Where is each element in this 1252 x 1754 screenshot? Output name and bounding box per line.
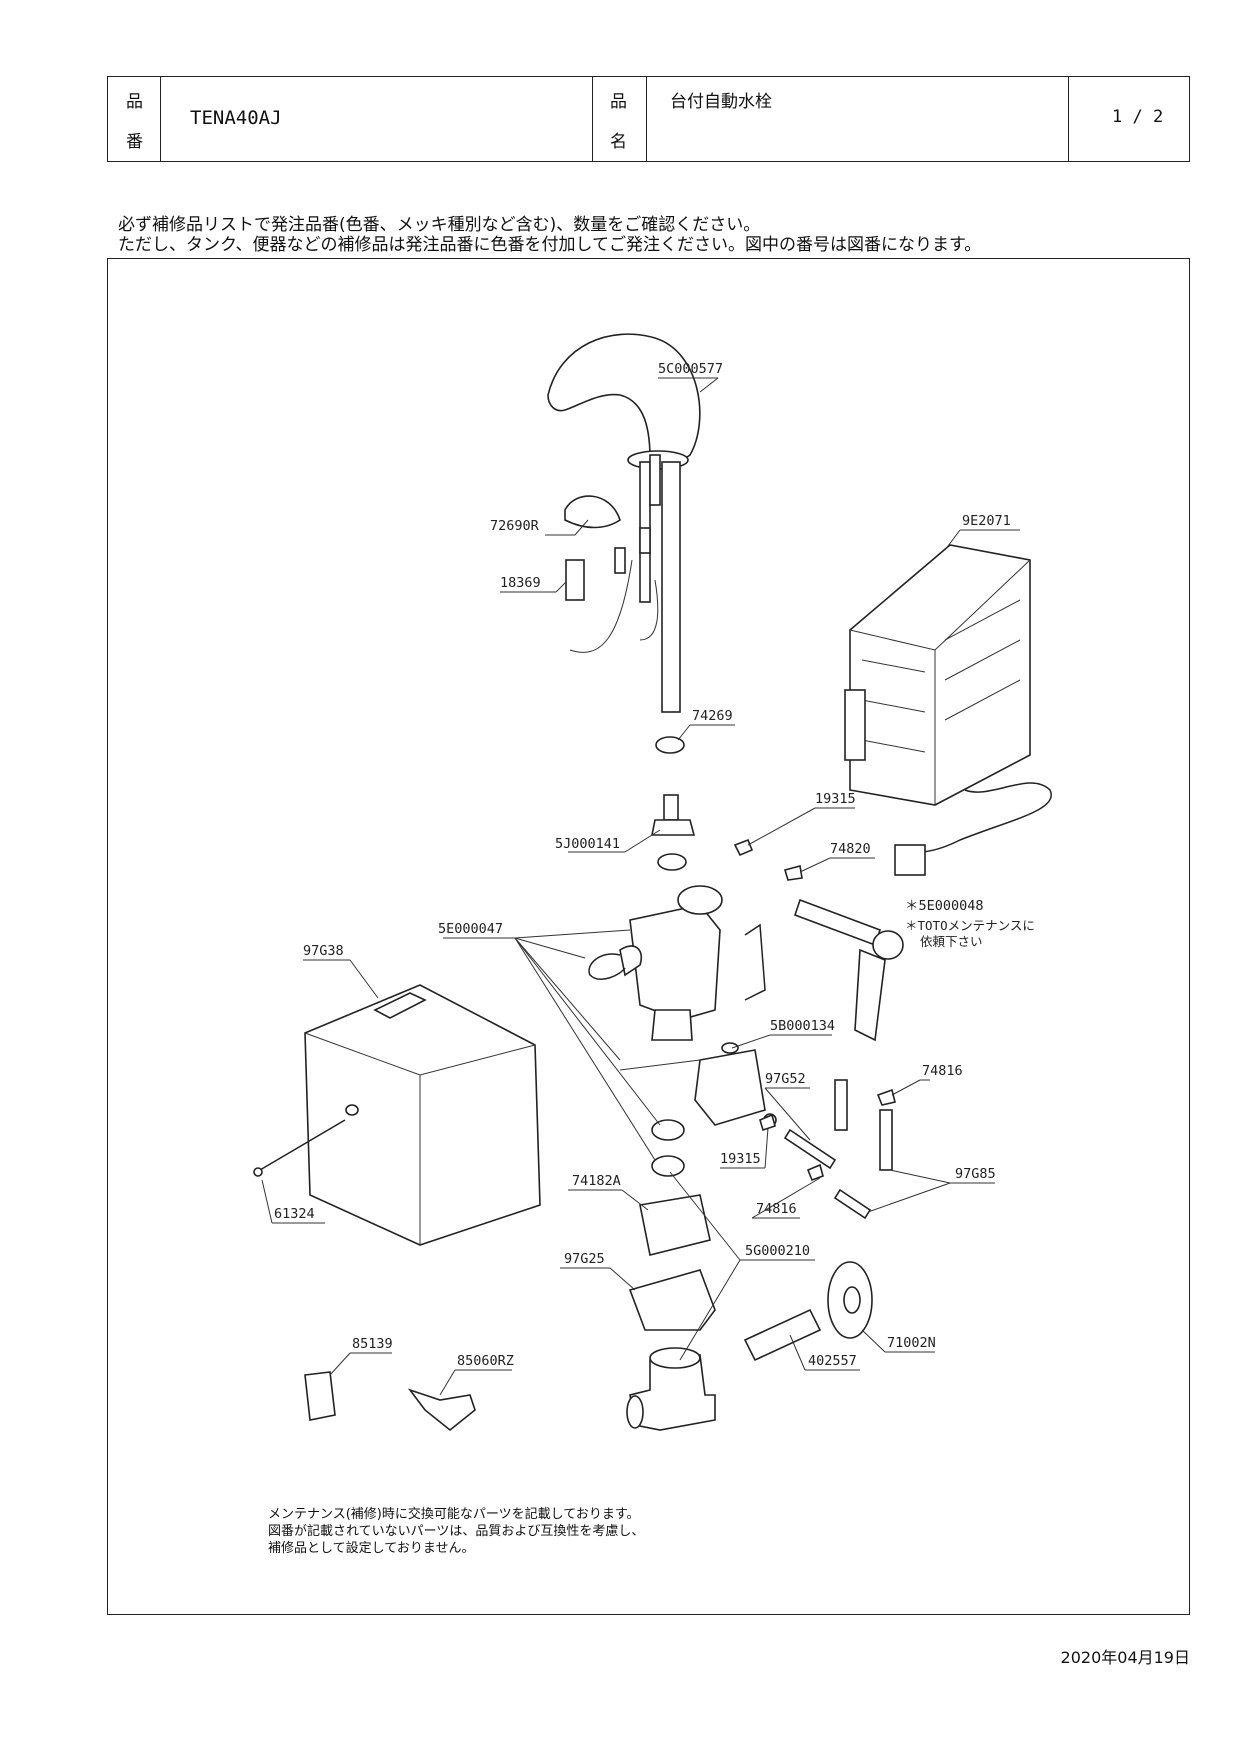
label-85139: 85139 — [352, 1336, 393, 1352]
label-5B000134: 5B000134 — [770, 1018, 835, 1034]
label-97G25: 97G25 — [564, 1251, 605, 1267]
pipe-97G85-shape — [833, 1188, 872, 1220]
check-valve-shape — [651, 794, 696, 871]
hose-assembly-shape — [793, 898, 904, 1042]
label-hinmei: 品 — [610, 92, 627, 112]
divider — [1068, 77, 1069, 161]
label-97G38: 97G38 — [303, 943, 344, 959]
label-5C000577: 5C000577 — [658, 361, 723, 377]
pipe-97G52-shape — [834, 1079, 848, 1131]
power-unit-shape — [844, 544, 1053, 876]
o-ring-shape — [651, 1119, 685, 1141]
spacer-18369-shape — [565, 559, 585, 601]
label-9E2071: 9E2071 — [962, 513, 1011, 529]
washer-72690R-shape — [564, 495, 621, 529]
diagram-frame — [107, 258, 1190, 1615]
band-74269-shape — [655, 736, 685, 754]
title-block: 品 番 TENA40AJ 品 名 台付自動水栓 1 / 2 — [107, 76, 1190, 162]
label-5J000141: 5J000141 — [555, 836, 620, 852]
label-97G85: 97G85 — [955, 1166, 996, 1182]
label-5G000210: 5G000210 — [745, 1243, 810, 1259]
solenoid-valve-shape — [588, 885, 766, 1041]
tee-fitting-shape — [626, 1347, 716, 1431]
label-hinban: 品 — [126, 92, 143, 112]
screw-61324-shape — [253, 1119, 346, 1177]
maintenance-note: メンテナンス(補修)時に交換可能なパーツを記載しております。 — [268, 1507, 640, 1522]
o-ring-shape — [651, 1155, 685, 1177]
bracket-74182A-shape — [639, 1194, 711, 1256]
label-74816: 74816 — [922, 1063, 963, 1079]
clip-74820-shape — [783, 865, 803, 881]
label-18369: 18369 — [500, 575, 541, 591]
label-85060RZ: 85060RZ — [457, 1353, 514, 1369]
issue-date: 2020年04月19日 — [1060, 1648, 1190, 1667]
label-74816: 74816 — [756, 1201, 797, 1217]
product-code: TENA40AJ — [190, 107, 282, 129]
key-85060RZ-shape — [407, 1388, 476, 1432]
divider — [160, 77, 161, 161]
label-72690R: 72690R — [490, 518, 540, 534]
bracket-97G25-shape — [628, 1269, 716, 1331]
tool-85139-shape — [304, 1371, 336, 1421]
label-61324: 61324 — [274, 1206, 315, 1222]
label-hinmei: 名 — [610, 132, 627, 152]
label-74269: 74269 — [692, 708, 733, 724]
cover-97G38-shape — [304, 984, 541, 1246]
label-74182A: 74182A — [572, 1173, 621, 1189]
label-hinban: 番 — [126, 132, 143, 152]
clip-74816-shape — [876, 1088, 896, 1106]
leader-lines — [261, 377, 1020, 1396]
faucet-spout-shape — [547, 333, 701, 713]
label-97G52: 97G52 — [765, 1071, 806, 1087]
divider — [592, 77, 593, 161]
label-5E000047: 5E000047 — [438, 921, 503, 937]
instruction-line: ただし、タンク、便器などの補修品は発注品番に色番を付加してご発注ください。図中の… — [118, 235, 982, 255]
clip-19315-shape — [759, 1113, 776, 1132]
escutcheon-71002N-shape — [827, 1261, 873, 1339]
label-71002N: 71002N — [887, 1335, 936, 1351]
stop-valve-shape — [694, 1042, 777, 1127]
pipe-97G85-shape — [879, 1109, 893, 1171]
label-74820: 74820 — [830, 841, 871, 857]
note-toto-maintenance: ＊TOTOメンテナンスに — [905, 918, 1035, 933]
maintenance-note: 図番が記載されていないパーツは、品質および互換性を考慮し、 — [268, 1524, 645, 1539]
nipple-402557-shape — [743, 1308, 822, 1362]
maintenance-note: 補修品として設定しておりません。 — [268, 1541, 475, 1556]
product-name: 台付自動水栓 — [670, 92, 772, 112]
note-toto-maintenance: 依頼下さい — [920, 934, 983, 949]
label-19315: 19315 — [720, 1151, 761, 1167]
pipe-97G52-shape — [783, 1128, 837, 1170]
clip-74816-shape — [806, 1163, 824, 1182]
label-19315: 19315 — [815, 791, 856, 807]
page-number: 1 / 2 — [1112, 107, 1164, 127]
instruction-line: 必ず補修品リストで発注品番(色番、メッキ種別など含む)、数量をご確認ください。 — [118, 215, 761, 235]
label-5E000048: ＊5E000048 — [905, 898, 984, 914]
clip-19315-shape — [733, 838, 754, 857]
divider — [646, 77, 647, 161]
label-402557: 402557 — [808, 1353, 857, 1369]
